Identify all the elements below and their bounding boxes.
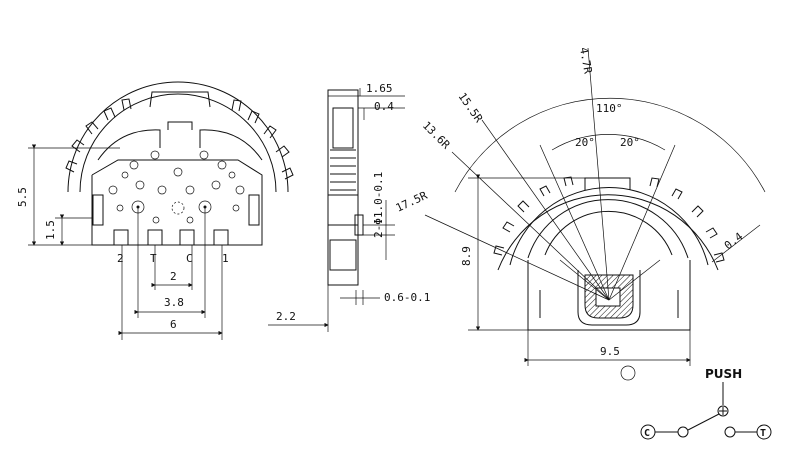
pin-label-t: T — [150, 252, 157, 265]
side-view: 1.65 0.4 2-Φ1.0-0.1 0.6-0.1 2.2 — [268, 82, 430, 332]
front-dim-pitch: 2 — [170, 270, 177, 283]
schematic-left-terminal: C — [644, 428, 650, 439]
schematic-title: PUSH — [705, 367, 742, 381]
front-view: 2 T C 1 5.5 1.5 2 3.8 6 — [16, 81, 294, 340]
right-dim-height: 8.9 — [460, 246, 473, 266]
front-dim-lower: 1.5 — [44, 220, 57, 240]
side-dim-hole: 2-Φ1.0-0.1 — [372, 172, 385, 238]
side-dim-pin: 0.4 — [374, 100, 394, 113]
front-dim-height: 5.5 — [16, 187, 29, 207]
angle-outer-label: 110° — [596, 102, 623, 115]
radius-label-c: 13.6R — [420, 119, 453, 152]
angle-right-label: 20° — [620, 136, 640, 149]
radius-label-b: 15.5R — [456, 90, 486, 125]
side-dim-top: 1.65 — [366, 82, 393, 95]
front-dim-total-width: 6 — [170, 318, 177, 331]
side-dim-offset: 2.2 — [276, 310, 296, 323]
side-dim-bottom: 0.6-0.1 — [384, 291, 430, 304]
pin-label-2: 2 — [117, 252, 124, 265]
pin-label-c: C — [186, 252, 193, 265]
right-dim-width: 9.5 — [600, 345, 620, 358]
front-dim-outer-pins: 3.8 — [164, 296, 184, 309]
right-view: 110° 20° 20° 4.7R 15.5R 13.6R 17.5R 8.9 … — [394, 46, 766, 381]
radius-label-a: 4.7R — [577, 46, 594, 75]
pin-label-1: 1 — [222, 252, 229, 265]
angle-left-label: 20° — [575, 136, 595, 149]
radius-label-d: 17.5R — [394, 189, 430, 215]
right-dim-edge: 0.4 — [722, 230, 746, 253]
push-switch-schematic: PUSH C T — [640, 367, 772, 440]
schematic-right-terminal: T — [760, 428, 766, 439]
